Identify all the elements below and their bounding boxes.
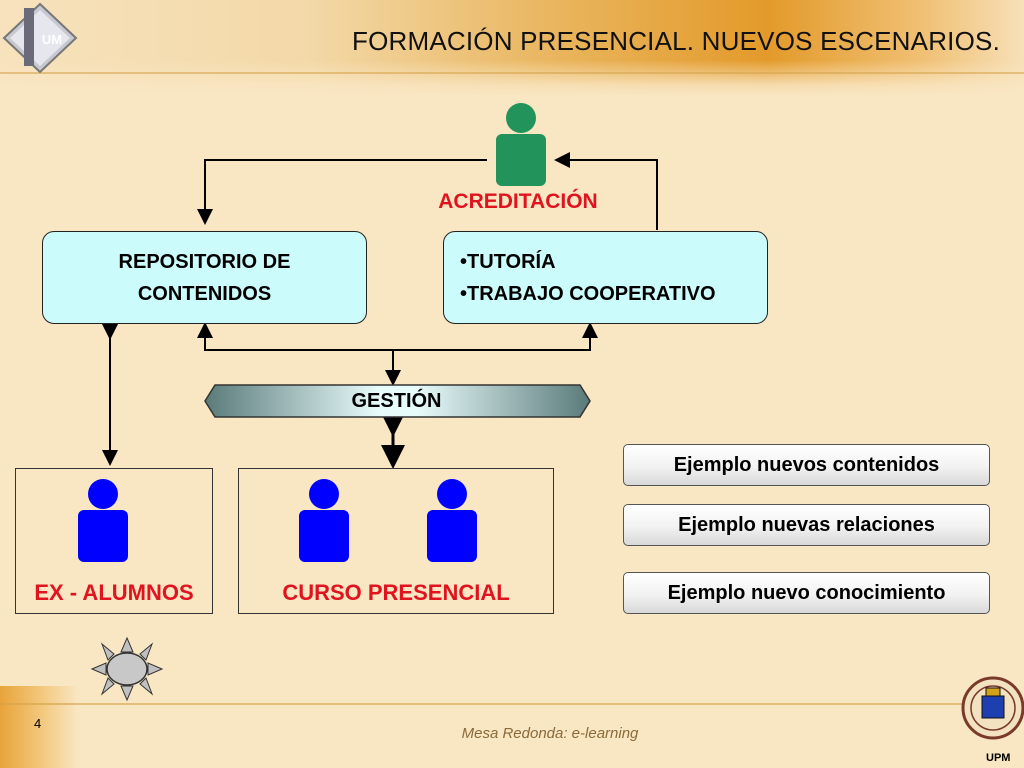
repositorio-node: REPOSITORIO DE CONTENIDOS [42,231,367,324]
tutoria-line1: •TUTORÍA [460,250,556,273]
example-new-relations-button[interactable]: Ejemplo nuevas relaciones [623,504,990,546]
curso-group [238,468,554,614]
example-new-knowledge-button[interactable]: Ejemplo nuevo conocimiento [623,572,990,614]
footer-rule [0,703,1024,705]
connector-bracket [204,336,591,351]
gestion-banner [204,384,591,418]
repositorio-line2: CONTENIDOS [137,282,272,305]
connector-acred-to-repo [197,159,487,225]
repositorio-line1: REPOSITORIO DE [118,250,291,273]
slide-title: FORMACIÓN PRESENCIAL. NUEVOS ESCENARIOS. [351,26,1000,56]
footer-text: Mesa Redonda: e-learning [461,725,639,742]
example-new-contents-button[interactable]: Ejemplo nuevos contenidos [623,444,990,486]
acreditacion-label: ACREDITACIÓN [438,190,598,213]
logo-text: UM [42,32,62,47]
tutoria-node: •TUTORÍA •TRABAJO COOPERATIVO [443,231,768,324]
acreditacion-person-icon [496,103,546,186]
connector-tutor-to-acred [554,152,658,230]
exalumnos-label: EX - ALUMNOS [34,580,194,605]
header-fade [0,60,1024,96]
curso-presencial-label: CURSO PRESENCIAL [282,580,510,605]
header-rule [0,72,1024,74]
university-logo: UM [2,2,80,76]
upm-label: UPM [986,752,1011,764]
sun-action-icon [90,636,164,702]
footer-swatch [0,686,78,768]
page-number: 4 [34,716,42,731]
gestion-label: GESTIÓN [351,390,442,412]
tutoria-line2: •TRABAJO COOPERATIVO [460,282,716,305]
